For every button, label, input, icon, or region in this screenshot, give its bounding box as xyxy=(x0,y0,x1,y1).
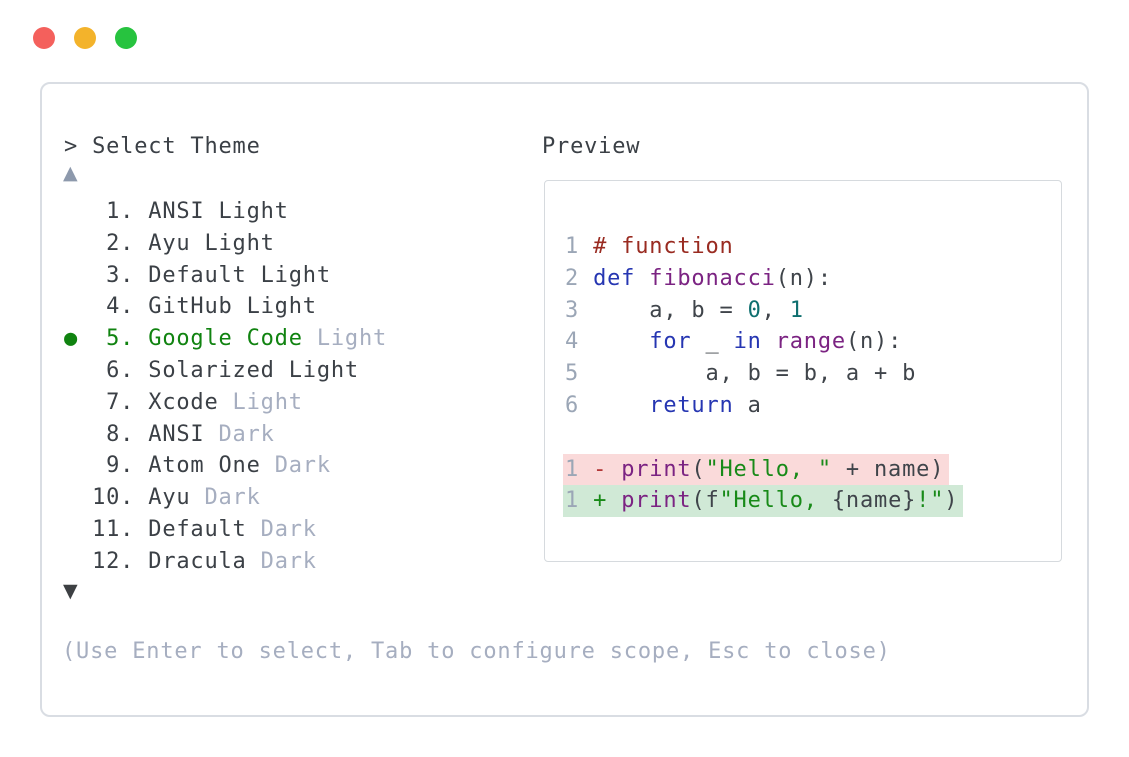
option-name: Xcode xyxy=(148,389,219,415)
option-name: Atom One xyxy=(148,453,261,479)
code-line: 2 def fibonacci(n): xyxy=(565,265,832,291)
option-number: 11. xyxy=(92,516,149,542)
option-name: Dracula xyxy=(148,548,247,574)
option-number: 3. xyxy=(92,262,149,288)
scroll-down-icon[interactable]: ▼ xyxy=(63,580,79,602)
option-number: 10. xyxy=(92,485,149,511)
theme-option-6[interactable]: 6. Solarized Light xyxy=(64,355,387,387)
selected-bullet-icon: ● xyxy=(64,326,93,352)
option-name: Default xyxy=(148,516,247,542)
theme-option-2[interactable]: 2. Ayu Light xyxy=(64,228,387,260)
code-preview: 1 # function 2 def fibonacci(n): 3 a, b = … xyxy=(545,181,1061,518)
option-number: 6. xyxy=(92,357,149,383)
option-number: 4. xyxy=(92,294,149,320)
option-number: 2. xyxy=(92,230,149,256)
option-variant: Dark xyxy=(246,516,317,542)
theme-option-4[interactable]: 4. GitHub Light xyxy=(64,291,387,323)
option-number: 5. xyxy=(92,326,149,352)
theme-option-5[interactable]: ● 5. Google Code Light xyxy=(64,323,387,355)
theme-option-10[interactable]: 10. Ayu Dark xyxy=(64,482,387,514)
preview-pane: 1 # function 2 def fibonacci(n): 3 a, b = … xyxy=(544,180,1062,562)
theme-option-9[interactable]: 9. Atom One Dark xyxy=(64,450,387,482)
option-name: Default Light xyxy=(148,262,331,288)
option-name: ANSI Light xyxy=(148,199,289,224)
option-number: 12. xyxy=(92,548,149,574)
minimize-button[interactable] xyxy=(74,27,96,49)
option-name: GitHub Light xyxy=(148,294,317,320)
option-name: Ayu Light xyxy=(148,230,275,256)
diff-line-added: 1 + print(f"Hello, {name}!") xyxy=(563,485,1061,518)
option-name: Google Code xyxy=(148,326,303,352)
option-name: Ayu xyxy=(148,485,191,511)
code-line: 5 a, b = b, a + b xyxy=(565,361,917,387)
select-theme-prompt: > Select Theme xyxy=(64,134,261,159)
code-line: 1 # function xyxy=(565,234,734,259)
option-variant: Dark xyxy=(246,548,317,574)
option-variant: Dark xyxy=(260,453,331,479)
option-name: Solarized Light xyxy=(148,357,359,383)
theme-option-8[interactable]: 8. ANSI Dark xyxy=(64,419,387,451)
window-controls xyxy=(33,27,137,49)
option-number: 8. xyxy=(92,421,149,447)
theme-option-1[interactable]: 1. ANSI Light xyxy=(64,196,387,228)
option-number: 7. xyxy=(92,389,149,415)
option-name: ANSI xyxy=(148,421,205,447)
theme-list: 1. ANSI Light 2. Ayu Light 3. Default Li… xyxy=(64,196,387,578)
code-line: 3 a, b = 0, 1 xyxy=(565,297,804,323)
option-number: 9. xyxy=(92,453,149,479)
code-blank-line xyxy=(565,422,1061,454)
option-variant: Light xyxy=(218,389,303,415)
theme-option-3[interactable]: 3. Default Light xyxy=(64,260,387,292)
diff-line-removed: 1 - print("Hello, " + name) xyxy=(563,453,1061,486)
theme-option-11[interactable]: 11. Default Dark xyxy=(64,514,387,546)
theme-option-12[interactable]: 12. Dracula Dark xyxy=(64,546,387,578)
code-line: 4 for _ in range(n): xyxy=(565,329,903,355)
theme-selector-dialog: > Select Theme Preview ▲ 1. ANSI Light 2… xyxy=(40,82,1089,717)
code-line: 6 return a xyxy=(565,392,762,418)
preview-label: Preview xyxy=(542,134,641,159)
option-variant: Dark xyxy=(204,421,275,447)
option-variant: Dark xyxy=(190,485,261,511)
theme-option-7[interactable]: 7. Xcode Light xyxy=(64,387,387,419)
option-variant: Light xyxy=(302,326,388,352)
option-number: 1. xyxy=(92,199,149,224)
maximize-button[interactable] xyxy=(115,27,137,49)
close-button[interactable] xyxy=(33,27,55,49)
scroll-up-icon[interactable]: ▲ xyxy=(63,162,79,184)
help-text: (Use Enter to select, Tab to configure s… xyxy=(62,639,891,664)
